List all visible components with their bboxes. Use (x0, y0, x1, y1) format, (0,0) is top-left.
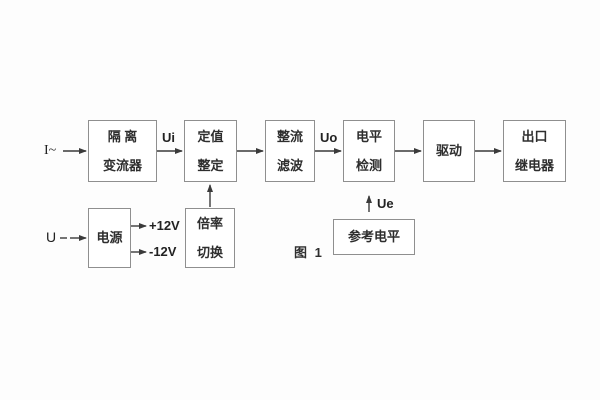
box-power-supply: 电源 (88, 208, 131, 268)
label-ui: Ui (162, 130, 175, 145)
box-rectifier-filter: 整流 滤波 (265, 120, 315, 182)
box-drive: 驱动 (423, 120, 475, 182)
box-text-line: 电源 (96, 230, 123, 245)
box-text-line: 变流器 (102, 157, 142, 173)
box-level-detection: 电平 检测 (343, 120, 395, 182)
label-plus-12v: +12V (149, 218, 180, 233)
box-text-line: 继电器 (514, 157, 554, 173)
box-text-line: 电平 (355, 128, 382, 144)
box-text-line: 隔 离 (107, 128, 138, 144)
label-input-voltage: U (46, 229, 57, 245)
box-text-line: 滤波 (276, 157, 303, 173)
box-text-line: 整流 (276, 128, 303, 144)
box-isolation-transformer: 隔 离 变流器 (88, 120, 157, 182)
box-text-line: 切换 (196, 244, 223, 260)
box-setpoint-adjust: 定值 整定 (184, 120, 237, 182)
label-input-current: I~ (44, 143, 57, 158)
label-minus-12v: -12V (149, 244, 177, 259)
label-uo: Uo (320, 130, 338, 145)
box-reference-level: 参考电平 (333, 219, 415, 255)
box-text-line: 定值 (197, 128, 224, 144)
label-ue: Ue (377, 196, 394, 211)
box-text-line: 整定 (197, 157, 224, 173)
box-text-line: 出口 (521, 128, 548, 144)
box-text-line: 驱动 (435, 143, 462, 158)
box-text-line: 检测 (355, 157, 382, 173)
box-ratio-switch: 倍率 切换 (185, 208, 235, 268)
box-output-relay: 出口 继电器 (503, 120, 566, 182)
box-text-line: 参考电平 (347, 229, 400, 244)
figure-caption: 图 1 (294, 245, 324, 260)
box-text-line: 倍率 (196, 215, 223, 231)
